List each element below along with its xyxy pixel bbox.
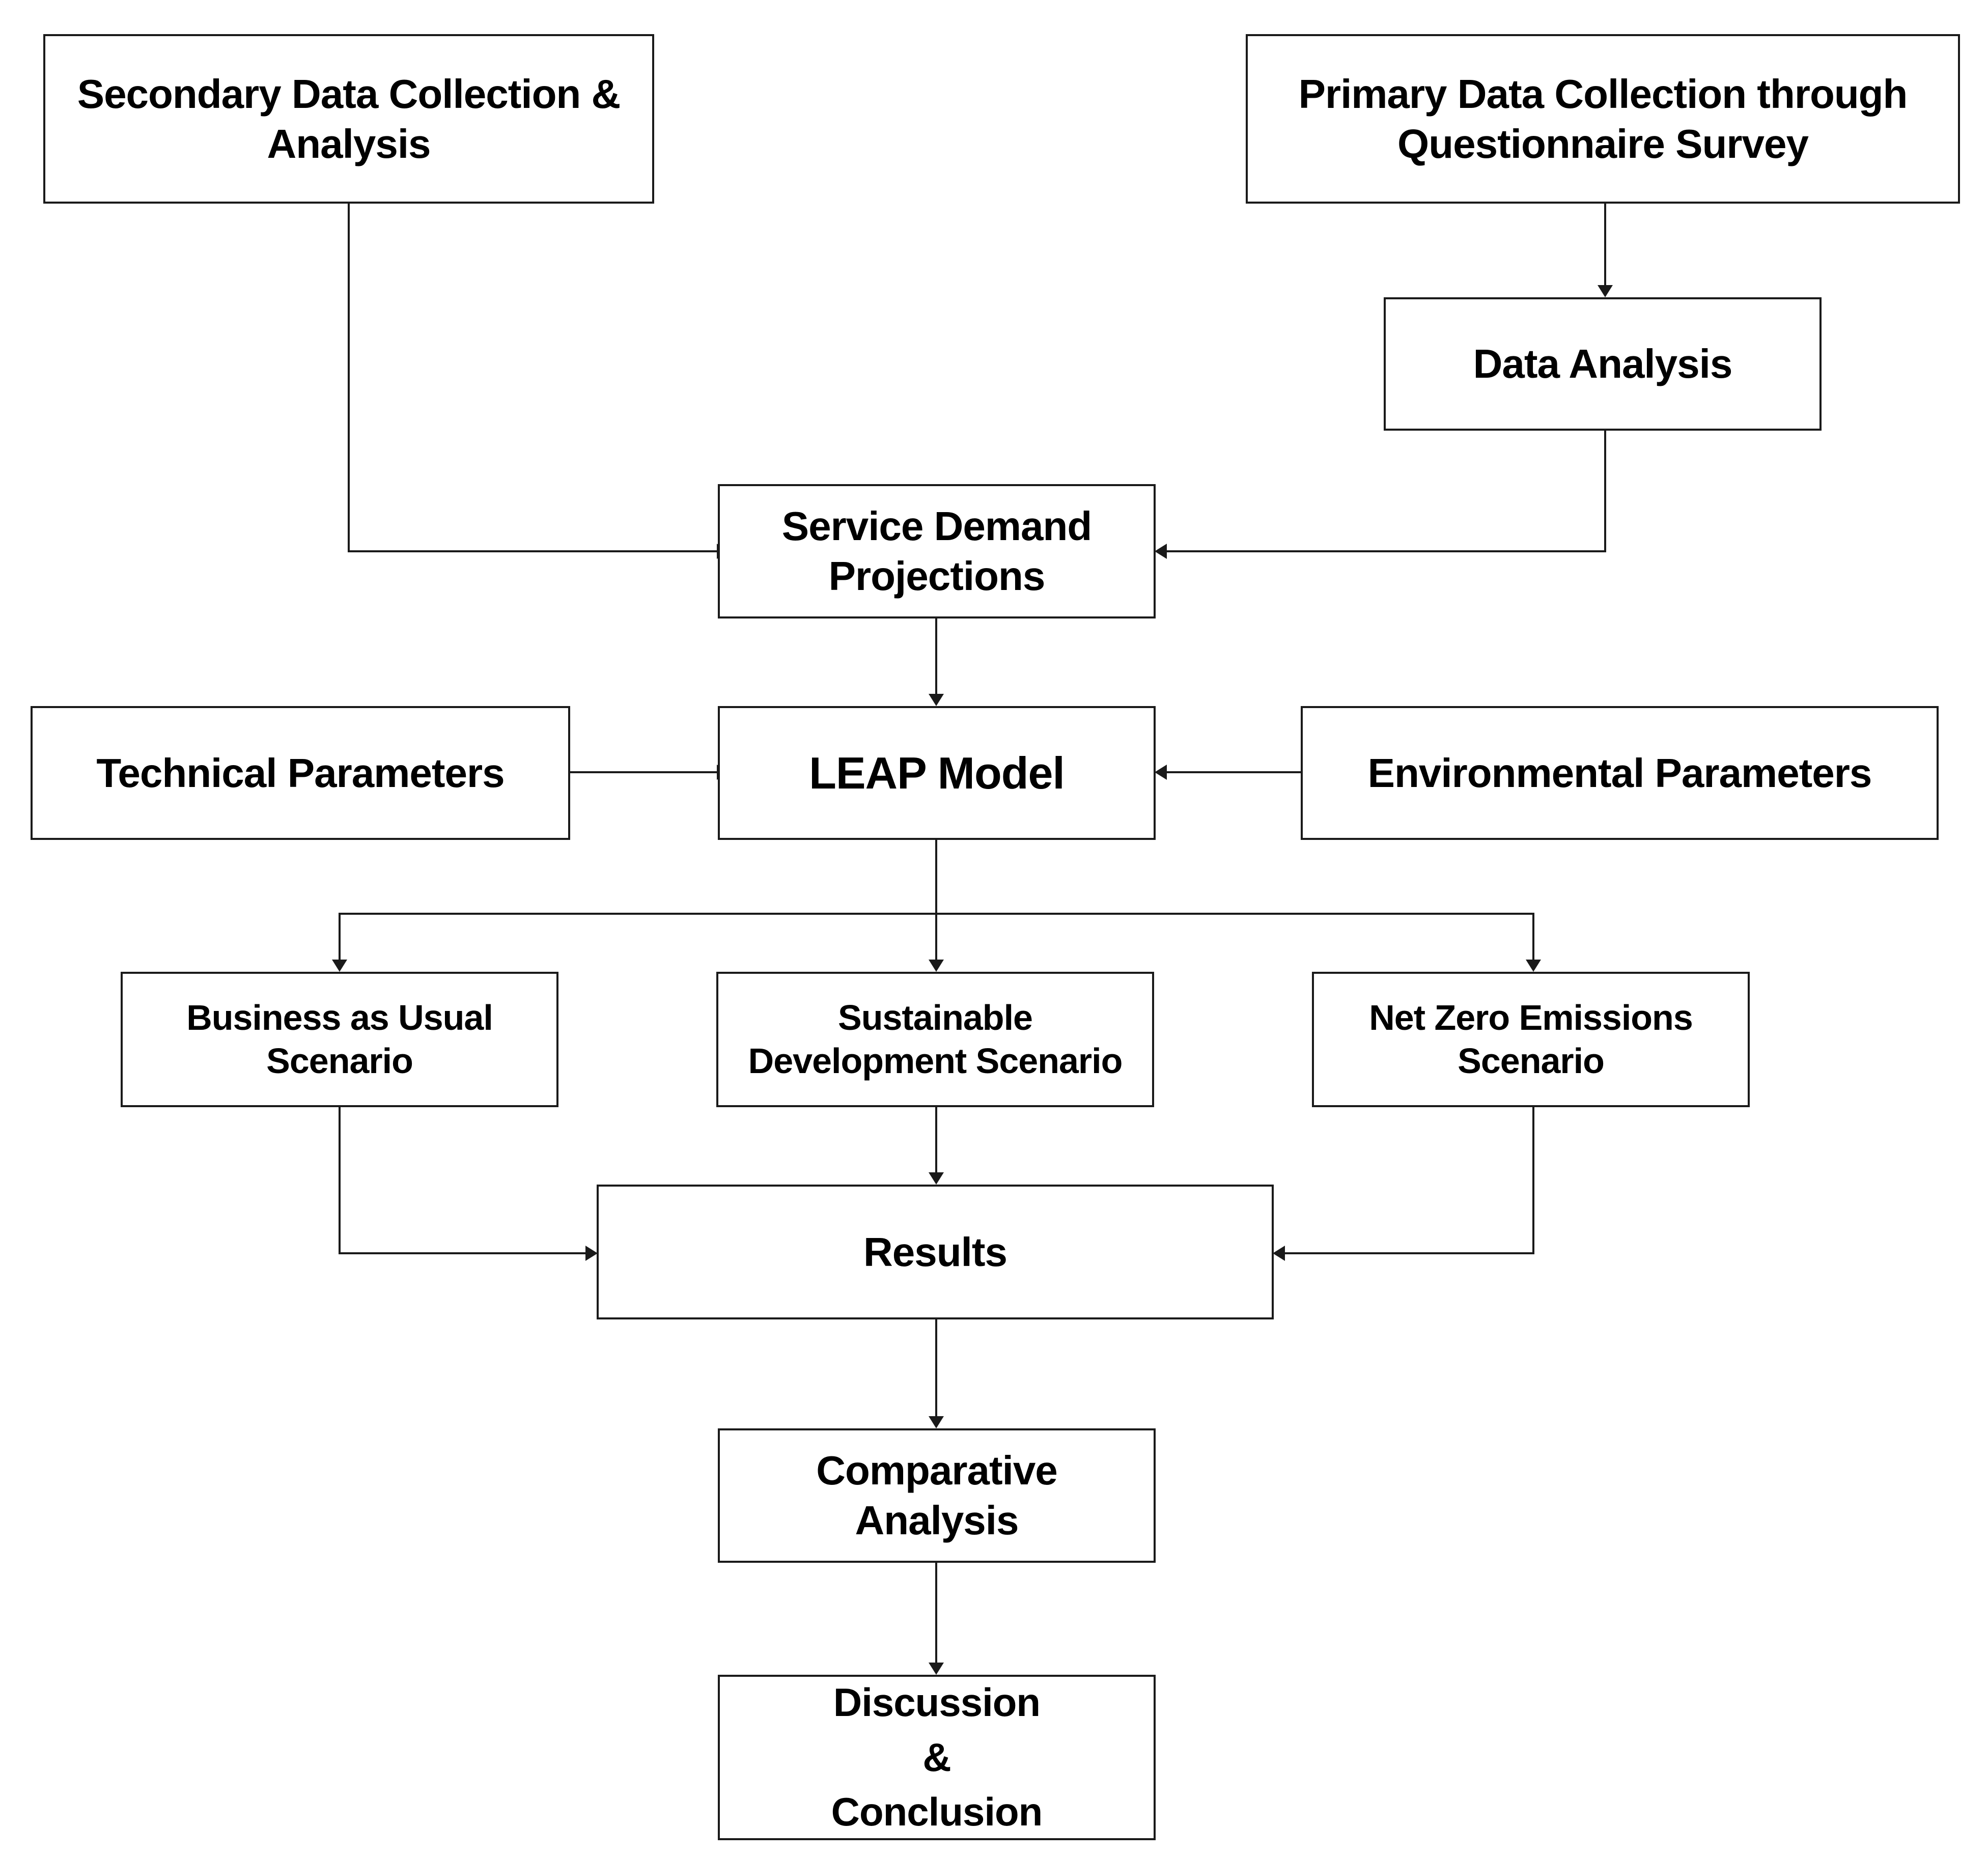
data-analysis-box: Data Analysis bbox=[1384, 297, 1822, 431]
arrow-data-analysis-to-service-demand bbox=[1167, 431, 1606, 552]
arrowhead-results-to-comparative bbox=[929, 1416, 944, 1428]
secondary-data-collection-box: Secondary Data Collection & Analysis bbox=[43, 34, 654, 204]
net-zero-emissions-scenario-box: Net Zero Emissions Scenario bbox=[1312, 972, 1750, 1107]
arrowhead-leap-to-sds bbox=[929, 960, 944, 972]
arrowhead-leap-to-bau bbox=[332, 960, 347, 972]
arrowhead-sds-to-results bbox=[929, 1172, 944, 1185]
results-box: Results bbox=[597, 1185, 1274, 1319]
arrowhead-bau-to-results bbox=[585, 1246, 598, 1261]
sustainable-development-scenario-box: Sustainable Development Scenario bbox=[716, 972, 1154, 1107]
comparative-analysis-box: Comparative Analysis bbox=[718, 1428, 1156, 1563]
arrowhead-service-demand-to-leap bbox=[929, 694, 944, 706]
business-as-usual-scenario-box: Business as Usual Scenario bbox=[121, 972, 558, 1107]
leap-model-box: LEAP Model bbox=[718, 706, 1156, 840]
arrow-bau-to-results bbox=[339, 1107, 585, 1254]
arrowhead-nze-to-results bbox=[1273, 1246, 1285, 1261]
service-demand-projections-box: Service Demand Projections bbox=[718, 484, 1156, 618]
technical-parameters-box: Technical Parameters bbox=[31, 706, 570, 840]
arrow-secondary-to-service-demand bbox=[348, 204, 717, 552]
arrowhead-leap-to-nze bbox=[1526, 960, 1541, 972]
environmental-parameters-box: Environmental Parameters bbox=[1301, 706, 1939, 840]
arrow-nze-to-results bbox=[1285, 1107, 1534, 1254]
arrowhead-data-analysis-to-service-demand bbox=[1155, 544, 1167, 559]
discussion-conclusion-box: Discussion & Conclusion bbox=[718, 1675, 1156, 1840]
arrowhead-primary-to-data-analysis bbox=[1598, 285, 1613, 297]
primary-data-collection-box: Primary Data Collection through Question… bbox=[1246, 34, 1960, 204]
arrowhead-environmental-to-leap bbox=[1155, 765, 1167, 780]
arrowhead-comparative-to-discussion bbox=[929, 1663, 944, 1675]
